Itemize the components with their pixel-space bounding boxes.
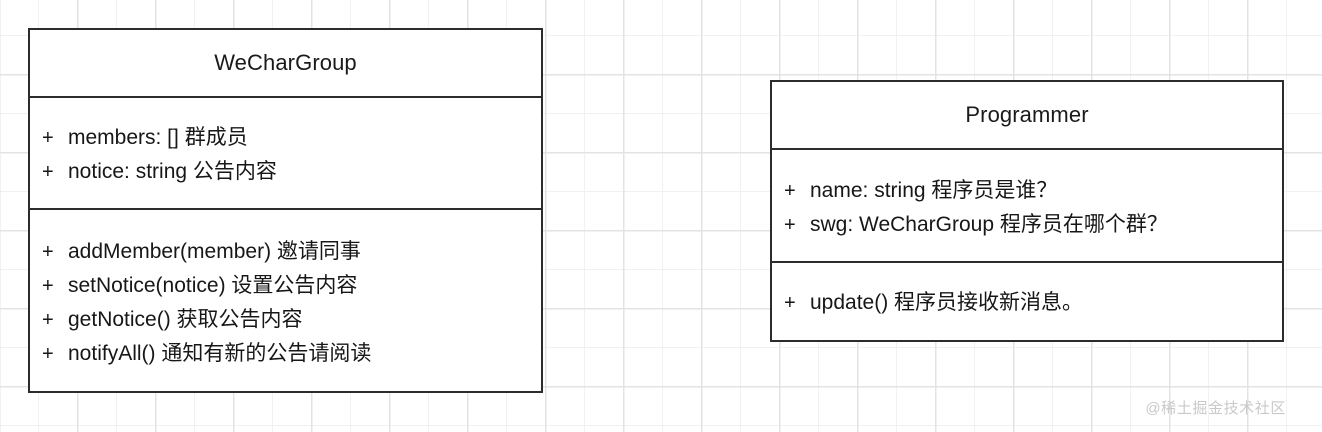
method-label: update() 程序员接收新消息。 — [810, 290, 1084, 314]
watermark: @稀土掘金技术社区 — [1145, 400, 1286, 417]
method-label: notifyAll() 通知有新的公告请阅读 — [68, 341, 372, 365]
class-title-section: WeCharGroup — [30, 30, 541, 98]
attribute-row: + notice: string 公告内容 — [30, 155, 541, 189]
class-attributes-section: + members: [] 群成员 + notice: string 公告内容 — [30, 98, 541, 210]
visibility-marker: + — [42, 342, 54, 365]
visibility-marker: + — [42, 161, 54, 183]
visibility-marker: + — [42, 308, 54, 331]
attribute-label: notice: string 公告内容 — [68, 160, 277, 183]
attribute-row: + members: [] 群成员 — [30, 121, 541, 155]
uml-class-programmer[interactable]: Programmer + name: string 程序员是谁？ + swg: … — [770, 80, 1284, 342]
visibility-marker: + — [784, 179, 796, 202]
visibility-marker: + — [42, 127, 54, 149]
method-label: addMember(member) 邀请同事 — [68, 239, 361, 263]
attribute-label: members: [] 群成员 — [68, 126, 248, 149]
visibility-marker: + — [42, 240, 54, 263]
class-methods-section: + update() 程序员接收新消息。 — [772, 263, 1282, 340]
method-row: + setNotice(notice) 设置公告内容 — [30, 269, 541, 303]
method-label: getNotice() 获取公告内容 — [68, 307, 303, 331]
visibility-marker: + — [784, 213, 796, 236]
attribute-label: swg: WeCharGroup 程序员在哪个群？ — [810, 212, 1168, 236]
class-methods-section: + addMember(member) 邀请同事 + setNotice(not… — [30, 210, 541, 391]
method-row: + notifyAll() 通知有新的公告请阅读 — [30, 337, 541, 371]
method-row: + addMember(member) 邀请同事 — [30, 235, 541, 269]
method-row: + getNotice() 获取公告内容 — [30, 303, 541, 337]
uml-class-wechargroup[interactable]: WeCharGroup + members: [] 群成员 + notice: … — [28, 28, 543, 393]
class-name-wechargroup: WeCharGroup — [214, 50, 357, 75]
class-name-programmer: Programmer — [965, 102, 1089, 127]
attribute-label: name: string 程序员是谁？ — [810, 178, 1058, 202]
visibility-marker: + — [42, 274, 54, 297]
class-attributes-section: + name: string 程序员是谁？ + swg: WeCharGroup… — [772, 150, 1282, 263]
class-title-section: Programmer — [772, 82, 1282, 150]
visibility-marker: + — [784, 291, 796, 314]
attribute-row: + name: string 程序员是谁？ — [772, 174, 1282, 208]
attribute-row: + swg: WeCharGroup 程序员在哪个群？ — [772, 208, 1282, 242]
method-row: + update() 程序员接收新消息。 — [772, 286, 1282, 320]
method-label: setNotice(notice) 设置公告内容 — [68, 273, 358, 297]
